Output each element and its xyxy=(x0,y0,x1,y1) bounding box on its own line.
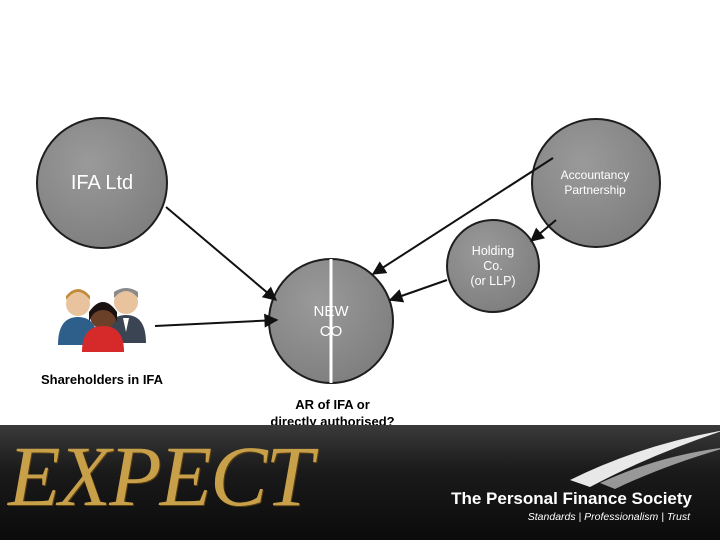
arrow-accountancy-to-newco xyxy=(371,157,554,275)
holding-co-line3: (or LLP) xyxy=(470,274,516,288)
holding-co-circle xyxy=(446,219,540,313)
shareholders-label: Shareholders in IFA xyxy=(40,372,164,387)
new-co-caption-line1: AR of IFA or xyxy=(295,397,370,412)
pfs-swoosh-icon xyxy=(570,430,720,489)
holding-co-line2: Co. xyxy=(483,259,503,273)
arrow-holding-to-newco xyxy=(388,279,448,303)
arrow-accountancy-to-holding xyxy=(529,219,557,242)
pfs-tagline: Standards | Professionalism | Trust xyxy=(527,511,690,523)
holding-co-label: Holding Co. (or LLP) xyxy=(450,244,536,289)
new-co-line1: NEW xyxy=(313,303,349,320)
new-co-line2: CO xyxy=(319,323,343,340)
expect-watermark-logo: EXPECT xyxy=(8,428,313,524)
footer-banner: EXPECT The Personal Finance Society Stan… xyxy=(0,425,720,540)
people-group-icon xyxy=(58,288,146,352)
holding-co-line1: Holding xyxy=(471,244,515,258)
arrow-shareholders-to-newco xyxy=(154,313,279,328)
accountancy-partnership-label: Accountancy Partnership xyxy=(560,168,630,197)
ifa-ltd-label: IFA Ltd xyxy=(70,172,134,194)
pfs-org-name: The Personal Finance Society xyxy=(451,489,692,508)
arrow-ifa-to-newco xyxy=(165,206,278,301)
ifa-ltd-circle xyxy=(36,117,168,249)
new-co-label: NEW CO xyxy=(291,302,371,342)
accountancy-partnership-circle xyxy=(531,118,661,248)
